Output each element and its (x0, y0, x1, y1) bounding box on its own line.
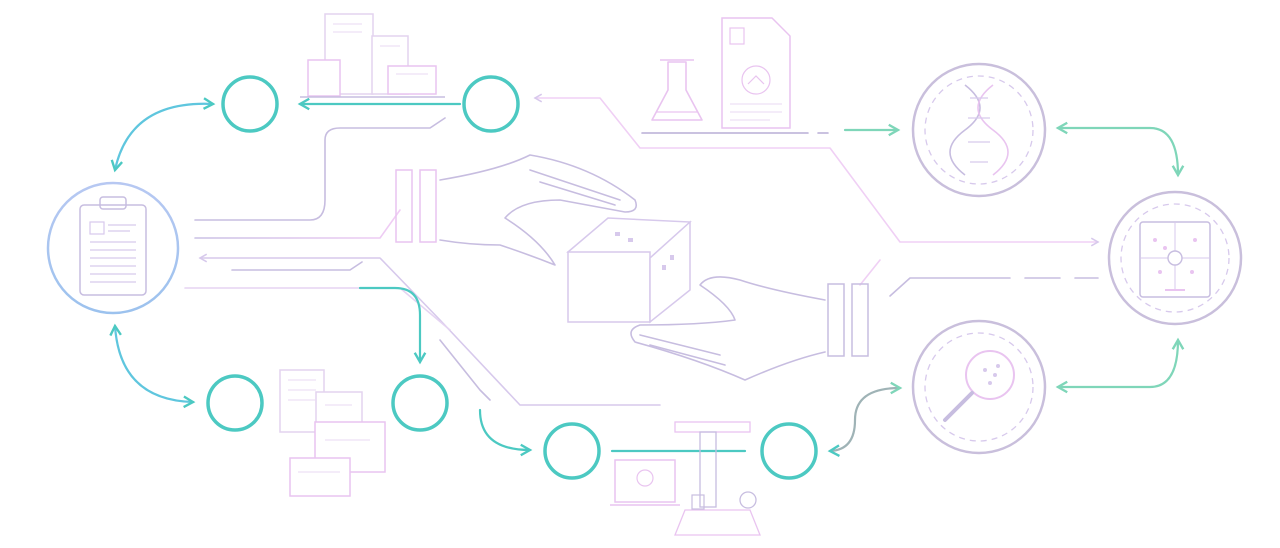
documents-icon-bottom (279, 369, 386, 497)
cube-icon (566, 217, 692, 324)
magnifier-icon (911, 319, 1047, 455)
node-circle (206, 374, 264, 432)
circuit-board-icon (1107, 190, 1243, 326)
flow-arrows (109, 97, 1185, 457)
dna-icon (911, 62, 1047, 198)
node-circle (543, 422, 601, 480)
hand-top-icon (395, 154, 638, 266)
hand-bottom-icon (630, 276, 869, 381)
node-circle (760, 422, 818, 480)
monitor-icon (610, 459, 680, 506)
robot-arm-icon (674, 421, 761, 536)
report-document-icon (721, 17, 791, 129)
documents-icon (300, 13, 445, 98)
node-circle (221, 75, 279, 133)
flask-icon (651, 59, 703, 121)
node-circle (391, 374, 449, 432)
clipboard-icon (46, 181, 180, 315)
process-nodes (206, 75, 818, 480)
node-circle (462, 75, 520, 133)
